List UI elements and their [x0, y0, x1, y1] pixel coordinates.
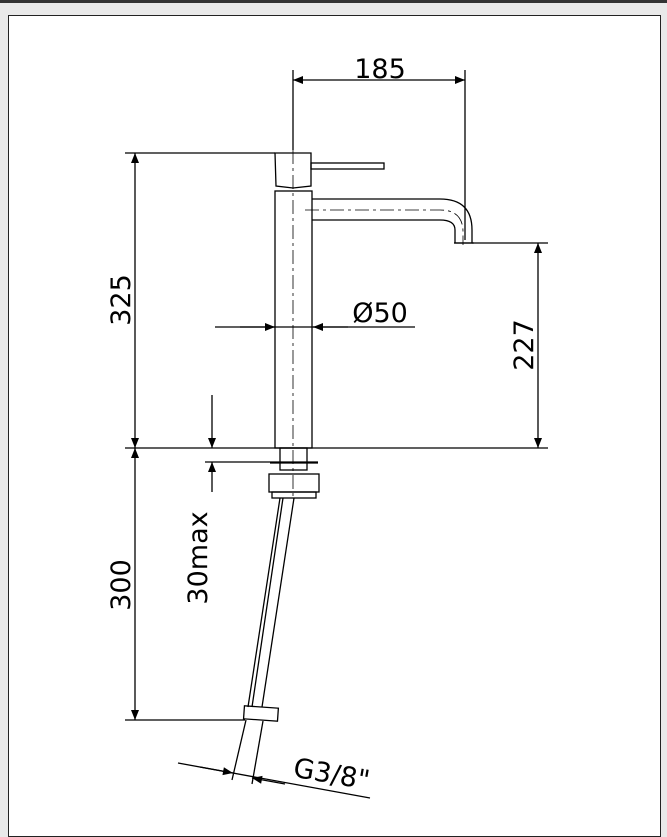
mounting-nut — [268, 473, 320, 493]
spout — [312, 198, 473, 244]
hose-nut — [242, 705, 280, 722]
flexible-hose — [247, 497, 295, 708]
drawing-sheet — [8, 15, 661, 837]
viewer-top-bar — [0, 0, 667, 3]
dimension-spout-height: 227 — [509, 319, 540, 371]
faucet-head — [274, 152, 312, 189]
dimension-spout-reach: 185 — [354, 54, 406, 85]
dimension-hose-thread: G3/8" — [291, 753, 372, 797]
dimension-max-deck-thickness: 30max — [183, 511, 214, 604]
faucet-body — [274, 190, 313, 449]
mounting-shank — [279, 447, 308, 471]
dimension-body-diameter: Ø50 — [352, 298, 408, 329]
dimension-total-height: 325 — [106, 274, 137, 326]
lever-handle — [310, 162, 385, 170]
dimension-hose-length: 300 — [106, 559, 137, 611]
